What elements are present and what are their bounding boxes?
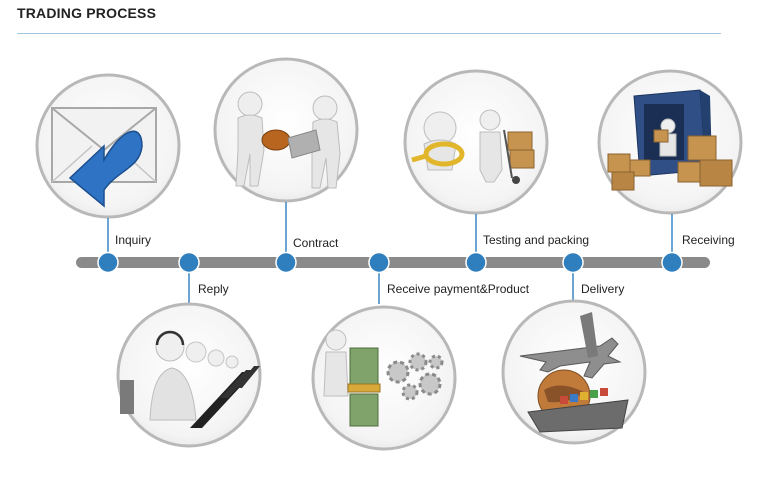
timeline-node-delivery — [562, 251, 584, 274]
timeline-node-reply — [178, 251, 200, 274]
money-gears-icon — [323, 329, 444, 427]
handshake-contract-icon — [235, 91, 341, 189]
page-title: TRADING PROCESS — [17, 5, 157, 21]
call-center-icon — [120, 330, 260, 428]
container-boxes-icon — [607, 89, 733, 191]
timeline-node-receiving — [661, 251, 683, 274]
step-label-receiving: Receiving — [682, 233, 735, 247]
timeline-line — [76, 257, 710, 268]
timeline-node-contract — [275, 251, 297, 274]
step-label-receive-payment: Receive payment&Product — [387, 282, 530, 296]
plane-ship-icon — [519, 312, 629, 433]
step-label-contract: Contract — [293, 236, 339, 250]
timeline-node-testing — [465, 251, 487, 274]
step-label-testing: Testing and packing — [483, 233, 590, 247]
envelope-reply-icon — [51, 107, 157, 208]
timeline-node-inquiry — [97, 251, 119, 274]
step-label-delivery: Delivery — [581, 282, 625, 296]
step-circle-reply — [116, 302, 262, 448]
step-circle-receive-payment — [311, 305, 457, 451]
step-label-inquiry: Inquiry — [115, 233, 152, 247]
timeline-node-receive-payment — [368, 251, 390, 274]
title-divider — [17, 33, 721, 34]
magnifier-boxes-icon — [411, 109, 535, 184]
step-label-reply: Reply — [198, 282, 229, 296]
